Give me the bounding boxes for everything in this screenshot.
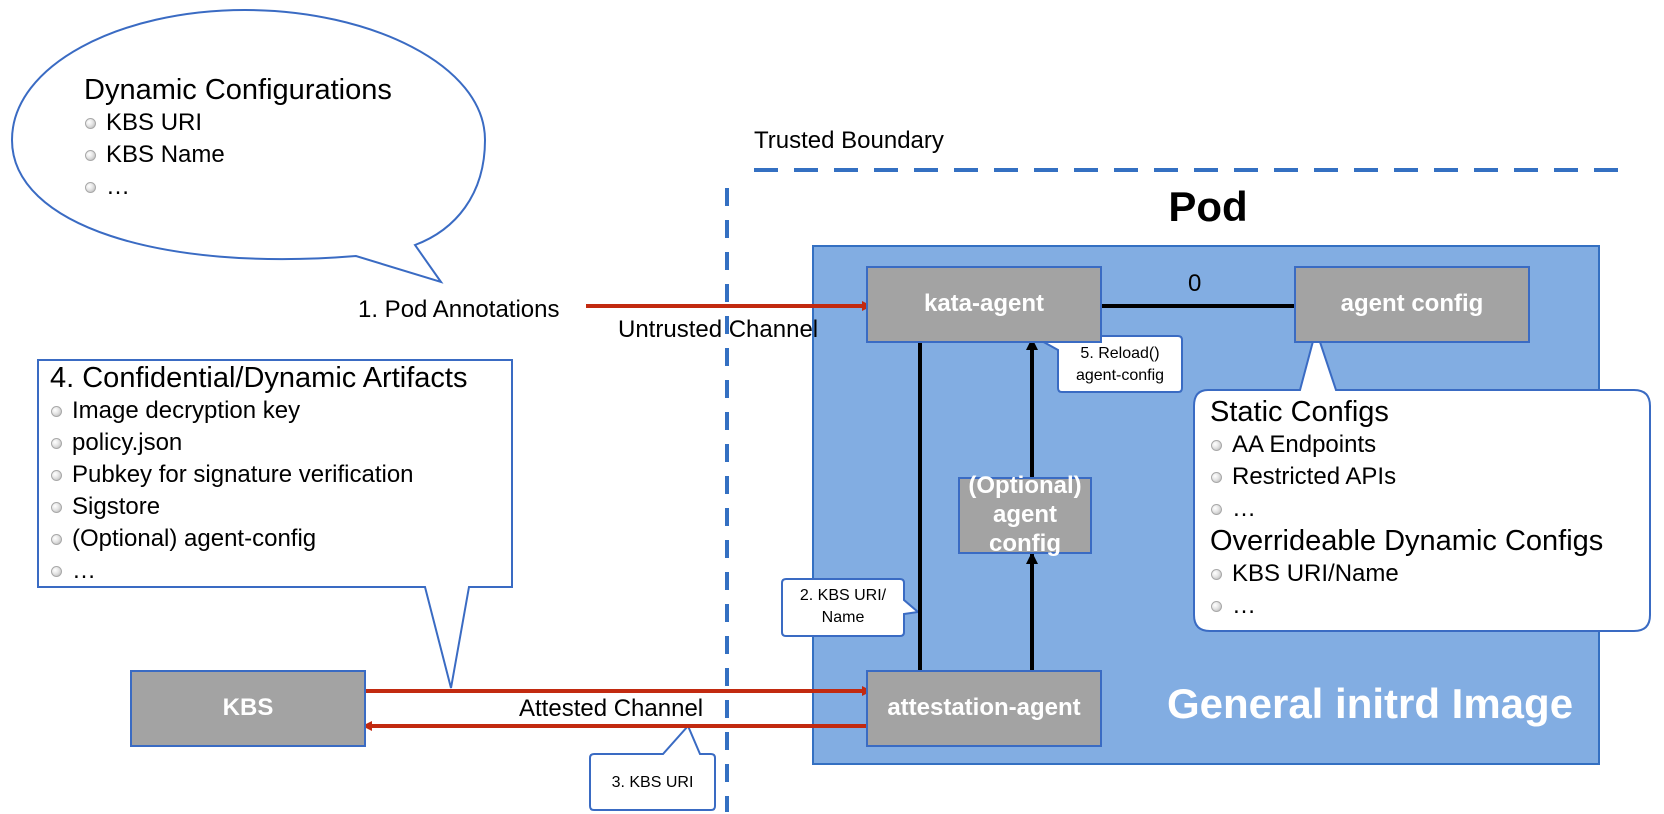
dynamic-configs-content: Dynamic Configurations KBS URI KBS Name … — [84, 74, 392, 203]
bullet-icon — [1211, 569, 1222, 580]
reload-callout-line-1: 5. Reload() — [1080, 345, 1160, 362]
kbs-label: KBS — [222, 694, 274, 722]
bullet-icon — [1211, 440, 1222, 451]
trusted-boundary-label: Trusted Boundary — [754, 127, 944, 154]
artifacts-callout — [37, 359, 513, 689]
config-step-label: 0 — [1188, 270, 1202, 297]
dynamic-configs-list: KBS URI KBS Name … — [84, 107, 392, 203]
list-item: Image decryption key — [50, 395, 467, 427]
static-configs-title: Static Configs — [1210, 396, 1389, 428]
artifacts-title: 4. Confidential/Dynamic Artifacts — [50, 362, 468, 394]
bullet-icon — [1211, 601, 1222, 612]
attestation-agent-node: attestation-agent — [866, 670, 1102, 747]
bullet-icon — [85, 150, 96, 161]
bullet-icon — [51, 470, 62, 481]
artifacts-list: Image decryption key policy.json Pubkey … — [50, 395, 467, 587]
kbs-uri-callout-text: 3. KBS URI — [611, 774, 694, 791]
kbs-uri-name-callout-text: 2. KBS URI/ Name — [782, 585, 904, 628]
pod-annotations-label: 1. Pod Annotations — [358, 296, 560, 323]
overrideable-configs-title: Overrideable Dynamic Configs — [1210, 525, 1604, 557]
bullet-icon — [1211, 504, 1222, 515]
agent-config-node: agent config — [1294, 266, 1530, 343]
kbs-uri-callout — [589, 724, 716, 811]
kbs-node: KBS — [130, 670, 366, 747]
bullet-icon — [51, 534, 62, 545]
kbs-uri-name-callout — [781, 578, 921, 637]
optional-agent-config-line-1: (Optional) — [968, 472, 1082, 500]
untrusted-channel-label: Untrusted Channel — [618, 316, 819, 343]
pod-title: Pod — [1168, 183, 1248, 230]
list-item: KBS URI — [84, 107, 392, 139]
list-item: policy.json — [50, 427, 467, 459]
kbs-uri-name-callout-line-2: Name — [821, 608, 865, 626]
list-item: Restricted APIs — [1210, 461, 1603, 493]
static-configs-content: Static Configs AA Endpoints Restricted A… — [1210, 396, 1603, 622]
list-item: Sigstore — [50, 491, 467, 523]
static-configs-list: AA Endpoints Restricted APIs … — [1210, 429, 1603, 525]
bullet-icon — [51, 438, 62, 449]
kbs-uri-name-callout-line-1: 2. KBS URI/ — [799, 587, 887, 604]
bullet-icon — [1211, 472, 1222, 483]
static-configs-callout — [1193, 326, 1651, 632]
list-item: KBS Name — [84, 139, 392, 171]
list-item: … — [84, 171, 392, 203]
artifacts-content: 4. Confidential/Dynamic Artifacts Image … — [50, 362, 467, 587]
reload-callout-line-2: agent-config — [1075, 366, 1165, 384]
bullet-icon — [85, 118, 96, 129]
list-item: … — [1210, 590, 1603, 622]
optional-agent-config-node: (Optional) agent config — [958, 472, 1092, 557]
optional-agent-config-line-2: agent config — [989, 501, 1061, 557]
agent-config-label: agent config — [1340, 290, 1484, 318]
overrideable-configs-list: KBS URI/Name … — [1210, 558, 1603, 622]
reload-callout — [1036, 335, 1183, 393]
kata-agent-node: kata-agent — [866, 266, 1102, 343]
bullet-icon — [85, 182, 96, 193]
bullet-icon — [51, 406, 62, 417]
bullet-icon — [51, 566, 62, 577]
bullet-icon — [51, 502, 62, 513]
list-item: … — [50, 555, 467, 587]
attestation-agent-label: attestation-agent — [887, 694, 1081, 722]
reload-callout-text: 5. Reload() agent-config — [1058, 343, 1182, 386]
list-item: AA Endpoints — [1210, 429, 1603, 461]
attested-channel-label: Attested Channel — [519, 695, 704, 722]
list-item: (Optional) agent-config — [50, 523, 467, 555]
kata-agent-label: kata-agent — [923, 290, 1045, 318]
general-initrd-image-label: General initrd Image — [1166, 680, 1574, 727]
list-item: KBS URI/Name — [1210, 558, 1603, 590]
dynamic-configs-title: Dynamic Configurations — [84, 74, 392, 106]
dynamic-configs-bubble — [10, 8, 487, 284]
list-item: Pubkey for signature verification — [50, 459, 467, 491]
list-item: … — [1210, 493, 1603, 525]
